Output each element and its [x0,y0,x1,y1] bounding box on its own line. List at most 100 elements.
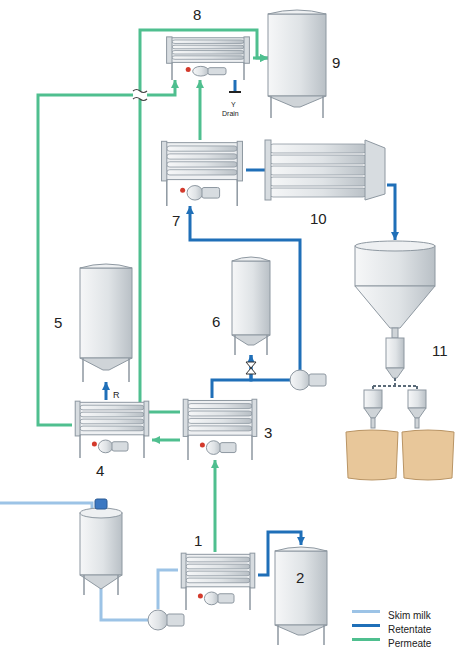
tank-cone [268,96,326,107]
silo-cone [355,286,435,328]
end-plate [252,399,257,436]
legend-text: Permeate [388,638,431,650]
pump-motor [167,614,184,626]
membrane-tube [186,571,250,576]
equipment: 6 [232,255,270,355]
filter-frame [76,402,148,434]
tank-cone [80,358,132,370]
pipe-connector [105,382,108,400]
equipment-drawing [340,240,460,482]
filter-frame [162,143,241,180]
legend-swatch [352,638,380,641]
callout-number: 2 [296,570,304,586]
pipe-connector [38,80,175,425]
feed-tank-cone [80,575,122,589]
equipment: 11 [340,240,460,482]
tank-legs [83,358,129,382]
powder-bag [402,430,454,480]
callout-number: 4 [96,463,104,479]
evaporator-tube [269,166,367,175]
legend-text: Skim milk [388,610,431,622]
frame-legs [80,435,144,458]
end-plate [183,399,188,436]
equipment-drawing [265,138,387,202]
equipment-drawing [268,8,326,118]
tank-dome [80,264,132,268]
tank-legs [271,96,323,118]
split-pipe [373,378,417,390]
membrane-tube [188,418,252,423]
pump-motor [309,374,326,386]
equipment-drawing [178,552,258,610]
bagging-hopper [364,390,382,408]
evaporator-tube [269,155,367,164]
pump [98,440,112,453]
pump [187,186,203,201]
equipment: 7 [158,140,246,206]
filter-frame [182,554,254,586]
evaporator-end [365,140,385,200]
callout-number: 8 [193,7,201,23]
evaporator-tube [269,177,367,186]
membrane-tube [167,146,237,151]
tank-cone [275,625,327,635]
legend-swatch [352,624,380,627]
callout-number: 1 [194,533,202,549]
equipment: 4 [72,400,152,458]
callout-number: 10 [310,211,327,227]
membrane-tube [167,162,237,167]
legend-text: Retentate [388,624,431,636]
pump-motor [208,68,226,75]
agitator-motor [95,499,107,509]
silo-top [355,241,435,251]
equipment-drawing [158,140,246,206]
outlet-pipe [392,328,398,338]
evaporator-tube [269,188,367,197]
valve-symbol [246,362,256,374]
pipe-connector [140,30,268,412]
tank-legs [235,335,267,355]
tank-legs [84,575,118,595]
callout-number: 5 [54,315,62,331]
equipment-drawing [275,545,327,645]
evaporator-tube [269,144,367,153]
feed-tank [80,513,122,575]
end-plate [244,37,249,63]
callout-number: 3 [264,425,272,441]
drain-label: Y [231,101,236,109]
drain-label: Drain [222,110,239,118]
membrane-tube [80,405,144,410]
equipment: 1 [178,552,258,610]
bagging-cone [408,408,426,418]
end-plate [167,37,172,63]
equipment-drawing [80,262,132,382]
end-plate [162,141,167,181]
pump [206,441,220,455]
end-plate [75,401,80,436]
filter-frame [184,400,256,435]
pipe-connector [253,57,268,60]
equipment: 9 [268,8,326,118]
membrane-tube [172,40,244,44]
tank-legs [278,625,324,645]
membrane-tube [186,557,250,562]
membrane-tube [186,564,250,569]
pump-motor [218,594,234,603]
pump-motor [112,442,128,451]
equipment-drawing [163,36,253,80]
valve-dot [92,442,97,447]
tank-dome [268,10,326,14]
frame-legs [167,180,237,206]
tank-body [268,14,326,96]
legend-swatch [352,610,380,613]
frame-legs [172,62,244,80]
end-plate [181,553,186,588]
skim-milk-pipe [101,588,148,620]
callout-number: 7 [172,213,180,229]
membrane-tube [80,419,144,424]
silo-body [355,246,435,286]
filling-spout [371,418,375,428]
pump [193,66,209,76]
end-plate [144,401,149,436]
bagging-hopper [408,390,426,408]
